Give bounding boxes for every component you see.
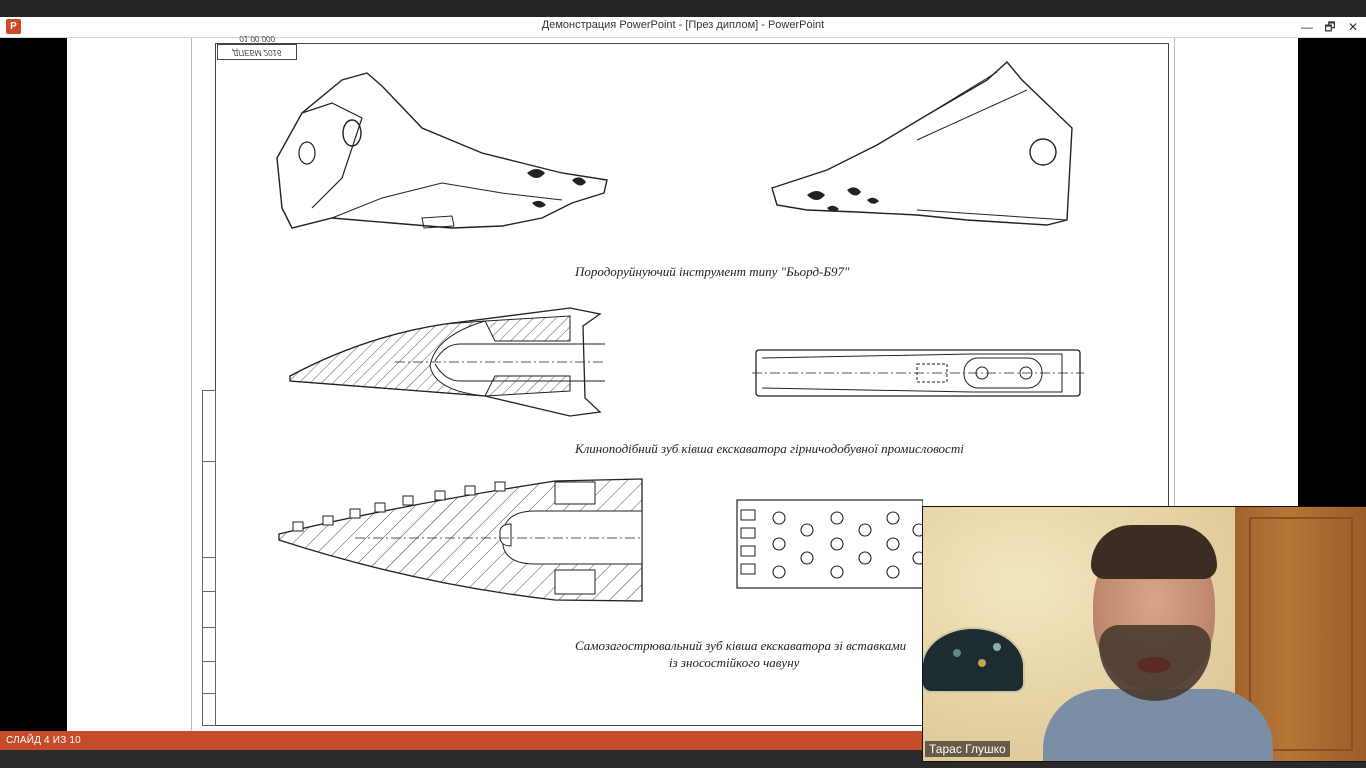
webcam-overlay[interactable]: Тарас Глушко xyxy=(922,506,1366,762)
title-bar: P Демонстрация PowerPoint - [През диплом… xyxy=(0,17,1366,38)
drawing-frame xyxy=(215,43,1169,726)
wedge-tooth-top-view xyxy=(752,349,1084,397)
caption-wedge-tooth: Клиноподібний зуб ківша екскаватора гірн… xyxy=(575,441,964,456)
side-title-strip xyxy=(202,390,216,726)
person-hair xyxy=(1091,525,1217,579)
restore-button[interactable]: 🗗 xyxy=(1324,20,1336,34)
wall-picture xyxy=(923,627,1025,693)
tool-isometric-left xyxy=(276,72,608,229)
minimize-button[interactable]: — xyxy=(1301,20,1313,34)
slideshow-stage[interactable]: ДПЕБМ 2016 01.00.000 Породоруйную xyxy=(0,34,1366,731)
caption-self-sharpening-line1: Самозагострювальний зуб ківша екскаватор… xyxy=(575,638,907,653)
tool-isometric-right xyxy=(771,60,1073,226)
top-strip xyxy=(0,0,1366,17)
wedge-tooth-section xyxy=(289,307,605,417)
powerpoint-icon: P xyxy=(6,19,21,34)
close-button[interactable]: ✕ xyxy=(1347,20,1359,34)
person-shirt xyxy=(1043,689,1273,761)
participant-name: Тарас Глушко xyxy=(925,741,1010,757)
window-title: Демонстрация PowerPoint - [През диплом] … xyxy=(541,19,825,31)
slide-counter[interactable]: СЛАЙД 4 ИЗ 10 xyxy=(6,735,81,746)
caption-self-sharpening-line2: із зносостійкого чавуну xyxy=(669,655,800,670)
self-sharpening-tooth-section xyxy=(278,478,643,602)
insert-grid-view xyxy=(736,499,923,589)
caption-bjord-tool: Породоруйнуючий інструмент типу "Бьорд-Б… xyxy=(575,264,850,279)
sheet-outer-border xyxy=(191,38,1175,731)
drawing-stamp: ДПЕБМ 2016 01.00.000 xyxy=(217,34,297,60)
